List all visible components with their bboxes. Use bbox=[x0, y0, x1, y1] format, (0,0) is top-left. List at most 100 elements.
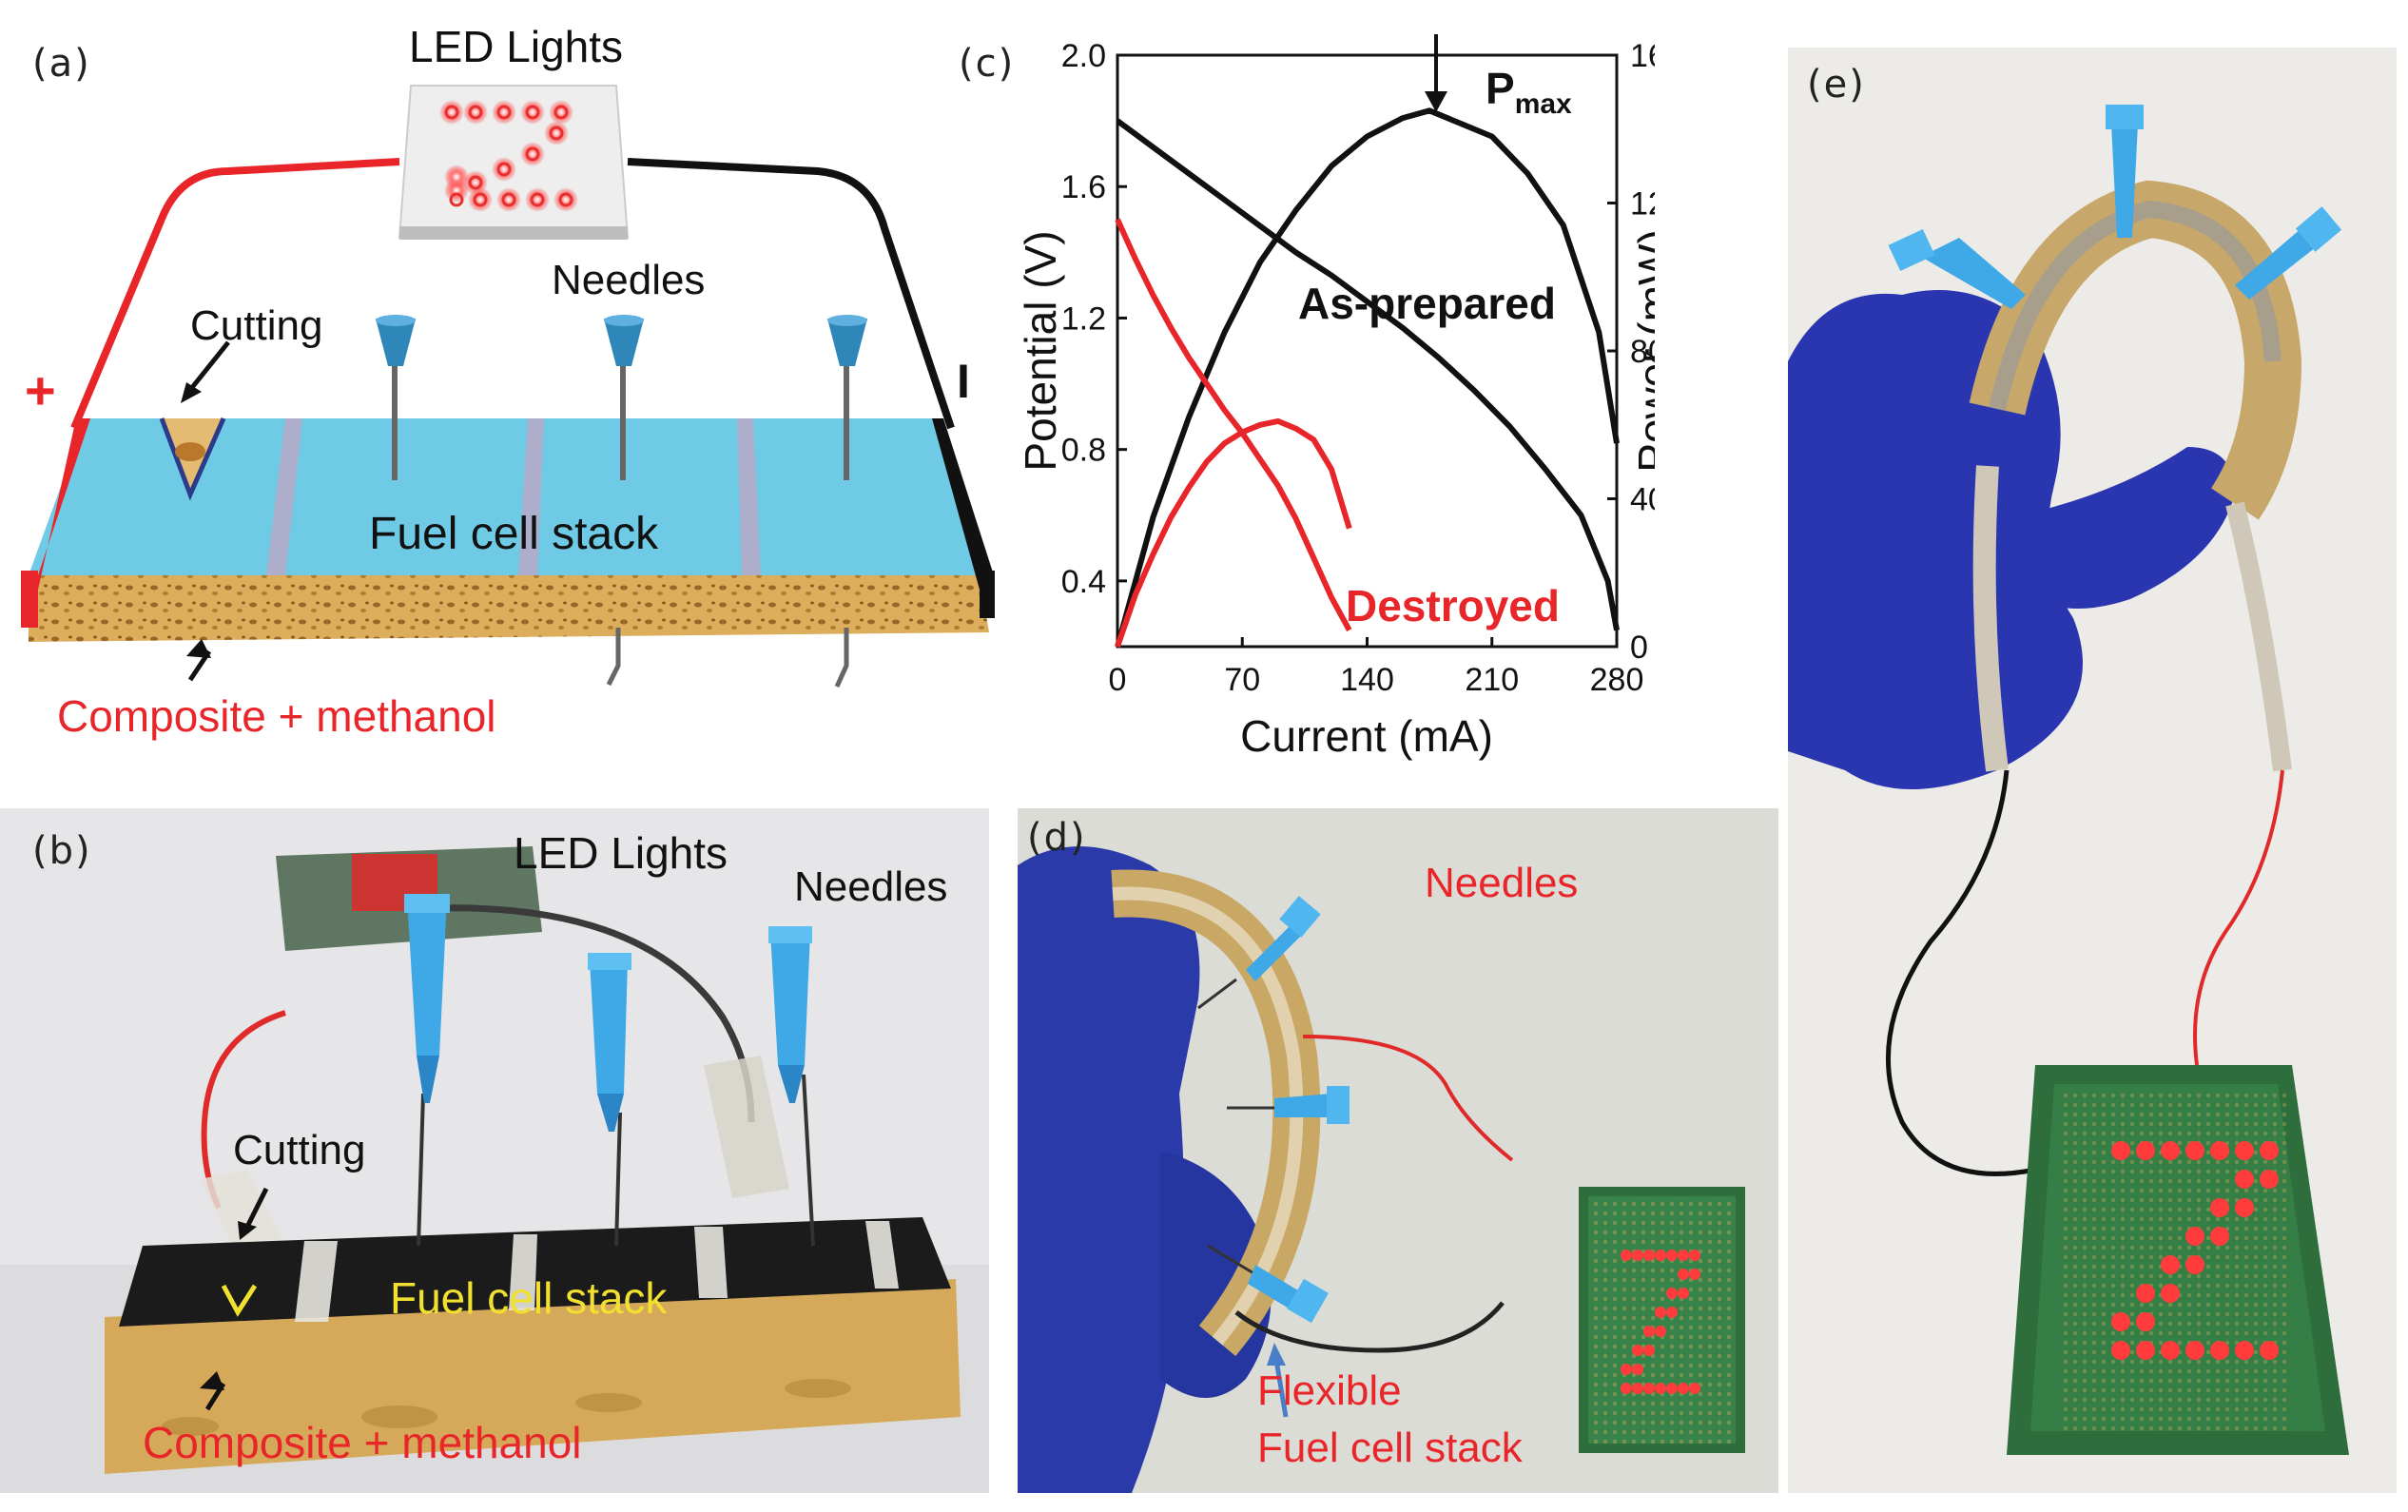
led-dot bbox=[1678, 1250, 1689, 1261]
led-dot bbox=[2161, 1284, 2180, 1303]
composite-label: Composite + methanol bbox=[57, 691, 496, 741]
led-dot bbox=[1643, 1383, 1655, 1394]
led-dot bbox=[2210, 1198, 2229, 1217]
led-dot bbox=[2260, 1141, 2279, 1160]
y2-tick-label: 0 bbox=[1630, 630, 1648, 666]
led-dot bbox=[2136, 1141, 2155, 1160]
series-line-as-prepared-power bbox=[1115, 107, 1620, 648]
fuel-cell-stack-label: Fuel cell stack bbox=[369, 509, 659, 559]
glove-e bbox=[1788, 290, 2083, 789]
led-dot bbox=[1643, 1345, 1655, 1356]
x-tick-label: 210 bbox=[1465, 662, 1519, 698]
panel-b-photo: (b) LED Lights Needles Cutting Fuel cell… bbox=[0, 808, 989, 1493]
y2-tick-label: 80 bbox=[1630, 334, 1655, 370]
led-dot bbox=[2235, 1141, 2254, 1160]
led-lights-label: LED Lights bbox=[409, 22, 624, 71]
led-dot bbox=[1689, 1383, 1700, 1394]
minus-label: I bbox=[957, 355, 970, 408]
y-tick-label: 0.4 bbox=[1061, 564, 1106, 600]
d-needles-label: Needles bbox=[1425, 860, 1579, 906]
y-tick-label: 0.8 bbox=[1061, 433, 1106, 469]
led-dot bbox=[1621, 1383, 1632, 1394]
chart-x-label: Current (mA) bbox=[1240, 711, 1493, 761]
sponge-layer bbox=[29, 575, 989, 642]
b-fuel-cell-stack-label: Fuel cell stack bbox=[390, 1273, 668, 1323]
led-dot bbox=[2260, 1170, 2279, 1189]
led-dot bbox=[1632, 1345, 1643, 1356]
as-prepared-label: As-prepared bbox=[1298, 279, 1556, 328]
b-needles-label: Needles bbox=[794, 863, 948, 910]
led-dot bbox=[1689, 1250, 1700, 1261]
panel-b-label: (b) bbox=[32, 829, 92, 873]
led-dot bbox=[1666, 1288, 1678, 1299]
panel-c-chart: (c) 0701402102800.40.81.21.62.0040801201… bbox=[951, 0, 1655, 770]
led-dot bbox=[2161, 1255, 2180, 1274]
x-tick-label: 70 bbox=[1224, 662, 1260, 698]
led-dot bbox=[1678, 1288, 1689, 1299]
b-cutting-label: Cutting bbox=[233, 1127, 366, 1173]
y-tick-label: 2.0 bbox=[1061, 38, 1106, 74]
led-dot bbox=[2260, 1341, 2279, 1360]
needle-icons-b bbox=[404, 894, 815, 1247]
led-dot bbox=[2235, 1198, 2254, 1217]
led-dot bbox=[1643, 1326, 1655, 1337]
led-dot bbox=[2185, 1341, 2204, 1360]
series-line-destroyed-potential bbox=[1115, 218, 1352, 632]
led-dot bbox=[1678, 1269, 1689, 1280]
led-dot bbox=[1632, 1383, 1643, 1394]
led-dot bbox=[1689, 1269, 1700, 1280]
y2-tick-label: 160 bbox=[1630, 38, 1655, 74]
device-photo-b bbox=[0, 808, 989, 1493]
y-tick-label: 1.2 bbox=[1061, 300, 1106, 337]
sponge-b bbox=[105, 1279, 961, 1474]
plot-frame bbox=[1116, 53, 1619, 649]
led-dot bbox=[1643, 1250, 1655, 1261]
chart-y2-label: Power (mW) bbox=[1629, 229, 1655, 473]
led-board bbox=[398, 85, 630, 240]
y2-tick-label: 120 bbox=[1630, 186, 1655, 223]
led-dot bbox=[1655, 1326, 1666, 1337]
x-tick-label: 0 bbox=[1109, 662, 1127, 698]
led-dot bbox=[1655, 1307, 1666, 1318]
cutting-label: Cutting bbox=[190, 302, 323, 349]
panel-c-label: (c) bbox=[959, 42, 1016, 86]
b-led-lights-label: LED Lights bbox=[514, 828, 728, 878]
needle-icons bbox=[376, 315, 867, 688]
d-flexible-label: Flexible bbox=[1257, 1367, 1402, 1414]
glove-d bbox=[1018, 846, 1200, 1493]
x-tick-label: 140 bbox=[1340, 662, 1394, 698]
y-tick-label: 1.6 bbox=[1061, 169, 1106, 205]
y2-tick-label: 40 bbox=[1630, 482, 1655, 518]
led-dot bbox=[2210, 1227, 2229, 1246]
led-dot bbox=[2136, 1312, 2155, 1331]
panel-e-label: (e) bbox=[1807, 63, 1866, 107]
led-dot bbox=[1655, 1250, 1666, 1261]
led-dot bbox=[2111, 1341, 2130, 1360]
black-wire bbox=[627, 158, 955, 430]
panel-d-photo: (d) Needles Flexible Fuel cell stack bbox=[1018, 808, 1778, 1493]
led-dot bbox=[2185, 1141, 2204, 1160]
led-dot bbox=[2235, 1170, 2254, 1189]
led-dot bbox=[2136, 1341, 2155, 1360]
led-dot bbox=[2136, 1284, 2155, 1303]
led-dot bbox=[2111, 1312, 2130, 1331]
led-dot bbox=[2185, 1227, 2204, 1246]
led-dot bbox=[1666, 1250, 1678, 1261]
panel-e-photo: (e) bbox=[1788, 48, 2397, 1493]
led-dot bbox=[2210, 1141, 2229, 1160]
panel-a-schematic: (a) bbox=[0, 0, 1008, 770]
destroyed-label: Destroyed bbox=[1346, 581, 1560, 630]
led-dot bbox=[1621, 1364, 1632, 1375]
led-dot bbox=[1632, 1364, 1643, 1375]
led-dot bbox=[1666, 1383, 1678, 1394]
led-dot bbox=[2185, 1255, 2204, 1274]
led-dot bbox=[1632, 1250, 1643, 1261]
panel-a-label: (a) bbox=[32, 42, 91, 86]
led-dot bbox=[1621, 1250, 1632, 1261]
red-wire bbox=[70, 158, 400, 430]
device-photo-e bbox=[1788, 48, 2397, 1493]
led-dot bbox=[1666, 1307, 1678, 1318]
chart-y-label: Potential (V) bbox=[1016, 230, 1065, 471]
led-dot bbox=[2161, 1341, 2180, 1360]
